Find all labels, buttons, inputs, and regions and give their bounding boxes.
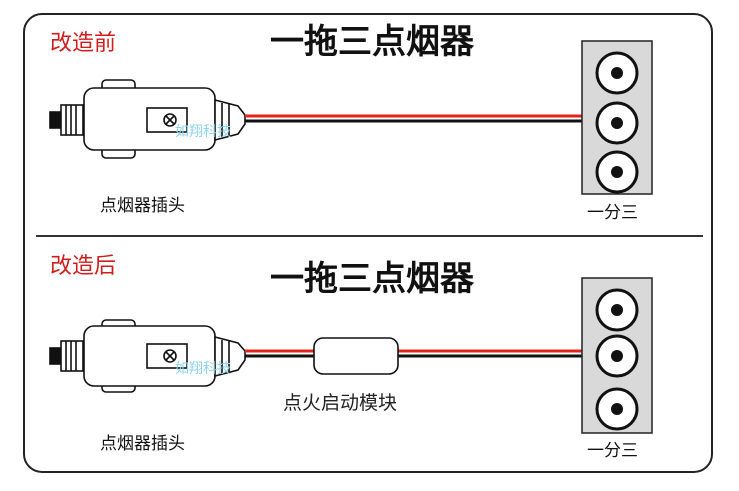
ignition-module	[313, 337, 399, 375]
bottom-wire	[245, 349, 582, 358]
bottom-plug	[49, 319, 246, 393]
top-watermark: 如翔科技	[175, 124, 231, 140]
bottom-title: 一拖三点烟器	[270, 259, 474, 299]
bottom-splitter-label: 一分三	[587, 441, 638, 461]
bottom-splitter	[581, 277, 653, 434]
top-splitter	[581, 40, 653, 195]
top-plug-label: 点烟器插头	[100, 196, 185, 216]
top-plug	[49, 79, 246, 159]
bottom-plug-label: 点烟器插头	[100, 434, 185, 454]
top-title: 一拖三点烟器	[270, 22, 474, 62]
top-splitter-label: 一分三	[587, 203, 638, 223]
status-after: 改造后	[50, 254, 117, 279]
status-before: 改造前	[50, 31, 117, 56]
top-wire	[245, 114, 582, 123]
module-label: 点火启动模块	[283, 392, 398, 414]
bottom-watermark: 如翔科技	[175, 361, 231, 377]
